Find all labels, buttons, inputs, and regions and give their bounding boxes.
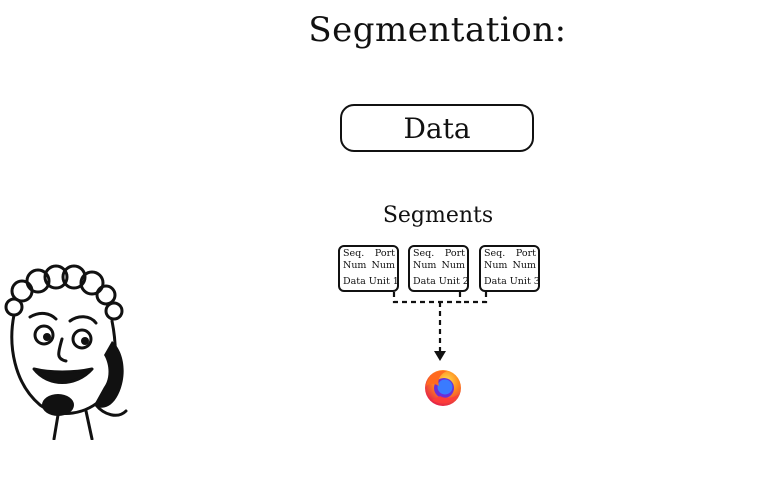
data-box-top-label: Data: [403, 111, 471, 145]
segment-2-data-unit: Data Unit 2: [413, 276, 469, 287]
segment-3-data-unit: Data Unit 3: [484, 276, 540, 287]
segment-3-seq: Seq.: [484, 248, 506, 259]
segment-1-seq: Seq.: [343, 248, 365, 259]
segment-3-num-right: Num: [512, 260, 536, 271]
segment-2-port: Port: [444, 248, 465, 259]
segment-2-num-left: Num: [413, 260, 437, 271]
segment-1-num-right: Num: [371, 260, 395, 271]
segment-1-num-left: Num: [343, 260, 367, 271]
segment-2-seq: Seq.: [413, 248, 435, 259]
arrowhead-icon: [434, 351, 446, 361]
segment-3-port: Port: [515, 248, 536, 259]
firefox-icon: [425, 370, 461, 406]
segment-2: Seq. Port Num Num Data Unit 2: [408, 245, 469, 292]
data-box-top: Data: [340, 104, 534, 152]
segment-2-num-right: Num: [441, 260, 465, 271]
slide-title: Segmentation:: [308, 10, 567, 50]
connector-branch-2: [440, 292, 462, 304]
segments-label: Segments: [382, 203, 494, 228]
person-on-phone-illustration: [4, 264, 128, 440]
segment-3-num-left: Num: [484, 260, 508, 271]
segment-1: Seq. Port Num Num Data Unit 1: [338, 245, 399, 292]
connector-branch-3: [460, 292, 488, 304]
connector-branch-1: [392, 292, 440, 304]
segment-1-data-unit: Data Unit 1: [343, 276, 399, 287]
segment-3: Seq. Port Num Num Data Unit 3: [479, 245, 540, 292]
segment-1-port: Port: [374, 248, 395, 259]
